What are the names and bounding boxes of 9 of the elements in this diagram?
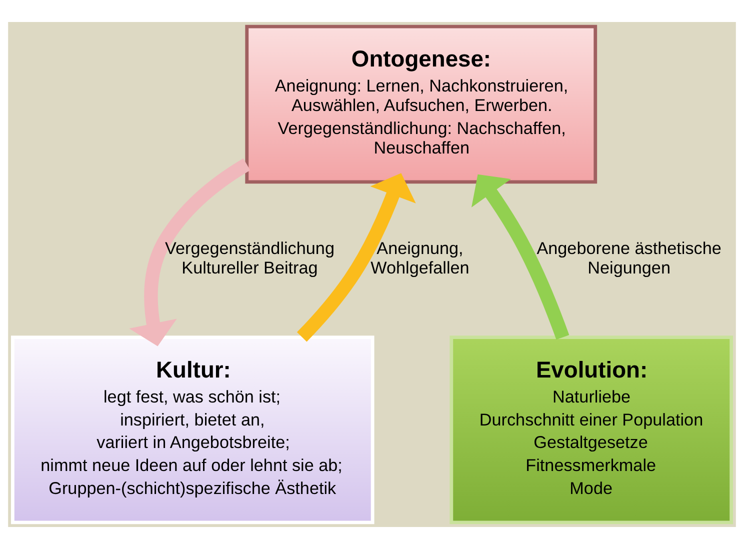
edge-label: Aneignung, Wohlgefallen (370, 237, 470, 277)
node-box: Ontogenese: Aneignung: Lernen, Nachkonstruieren, Auswählen, Aufsuchen, Erwerben. Vergegenständlichung: Nachschaffen, Neuschaffen (245, 24, 598, 184)
arrow (471, 174, 570, 340)
arrow (296, 172, 416, 342)
edge-label: Angeborene ästhetische Neigungen (536, 237, 722, 277)
arrow (129, 158, 250, 346)
node-box: Kultur: legt fest, was schön ist; inspiriert, bietet an, variiert in Angebotsbreite; nimmt neue Ideen auf oder lehnt sie ab; Gruppen-(schicht)spezifische Ästhetik (10, 335, 374, 524)
node-box: Evolution: Naturliebe Durchschnitt einer Population Gestaltgesetze Fitnessmerkmale Mode (450, 335, 734, 524)
edge-label: Vergegenständlichung Kultureller Beitrag (165, 237, 334, 277)
